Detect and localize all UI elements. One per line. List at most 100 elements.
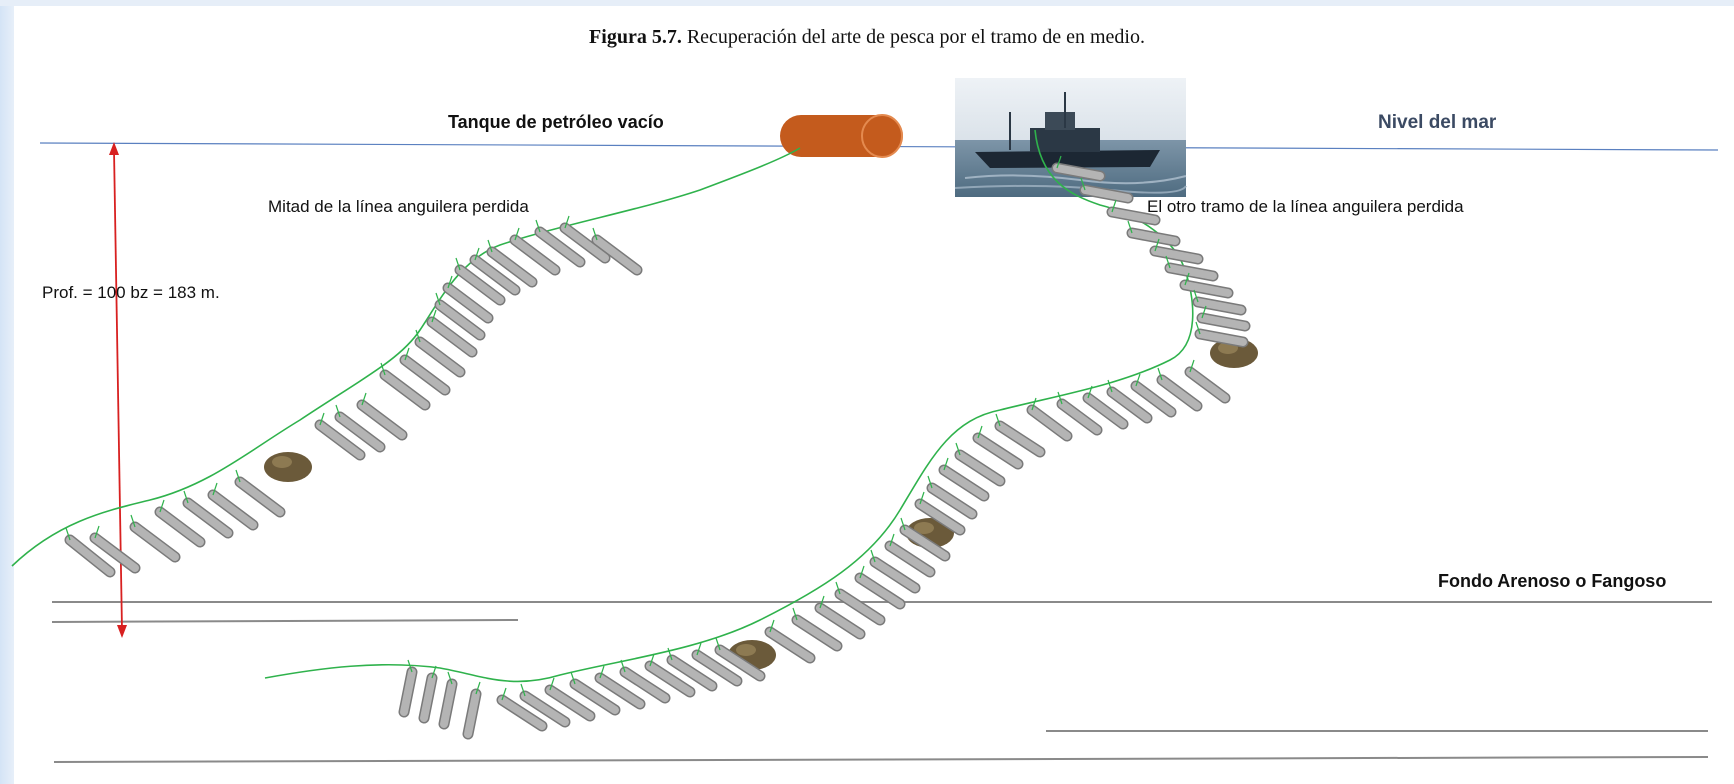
snood [514, 227, 520, 241]
trap [1186, 368, 1229, 402]
trap [1028, 406, 1071, 440]
trap [901, 526, 949, 560]
snood [474, 247, 480, 261]
snood [1080, 177, 1086, 191]
snood [977, 425, 983, 439]
trap [316, 421, 364, 459]
snood [407, 659, 413, 673]
snood [955, 442, 961, 456]
trap [766, 628, 814, 662]
snood [859, 565, 865, 579]
snood [549, 677, 555, 691]
other-section-lost-label: El otro tramo de la línea anguilera perd… [1147, 197, 1464, 216]
trap [156, 508, 204, 546]
figure-caption: Figura 5.7. Recuperación del arte de pes… [0, 26, 1734, 49]
snood [535, 219, 541, 233]
trap-group [64, 155, 1251, 740]
trap [400, 668, 416, 716]
snood [475, 681, 481, 695]
trap [693, 651, 741, 685]
snood [431, 665, 437, 679]
boat-photo [954, 78, 1187, 197]
trap [646, 662, 694, 696]
snood [1031, 397, 1037, 411]
trap [1128, 229, 1179, 245]
trap [928, 484, 976, 518]
snood [183, 490, 189, 504]
trap [996, 422, 1044, 456]
trap [571, 680, 619, 714]
longline-right [264, 129, 1194, 683]
trap [1158, 376, 1201, 410]
trap [816, 604, 864, 638]
snood [361, 392, 367, 406]
trap [456, 266, 504, 304]
snood [1111, 199, 1117, 213]
snood [819, 595, 825, 609]
trap [358, 401, 406, 439]
caption-prefix: Figura 5.7. [589, 26, 682, 48]
snood [599, 665, 605, 679]
trap [444, 284, 492, 322]
trap [1151, 247, 1202, 263]
bottom-type-label: Fondo Arenoso o Fangoso [1438, 571, 1667, 591]
trap [1084, 394, 1127, 428]
trap [336, 413, 384, 451]
snood [455, 257, 461, 271]
trap [471, 256, 519, 294]
trap [381, 371, 429, 409]
snood [435, 292, 441, 306]
snood [889, 533, 895, 547]
trap [668, 656, 716, 690]
snood [447, 671, 453, 685]
snood [927, 475, 933, 489]
snood [212, 482, 218, 496]
trap [886, 542, 934, 576]
trap [1108, 208, 1159, 224]
snood [520, 683, 526, 697]
snood [649, 653, 655, 667]
trap [1081, 186, 1132, 202]
trap [209, 491, 257, 529]
trap [793, 616, 841, 650]
trap [716, 646, 764, 680]
depth-label: Prof. = 100 bz = 183 m. [42, 283, 220, 302]
snood [1201, 305, 1207, 319]
trap [1198, 314, 1249, 330]
snood [404, 347, 410, 361]
trap [436, 301, 484, 339]
snood [792, 607, 798, 621]
snood [159, 499, 165, 513]
trap [440, 680, 456, 728]
trap [1196, 330, 1247, 346]
trap [1053, 164, 1104, 180]
trap [940, 466, 988, 500]
trap [856, 574, 904, 608]
snood [592, 227, 598, 241]
trap [131, 523, 179, 561]
trap [1058, 400, 1101, 434]
trap [416, 338, 464, 376]
snood [335, 404, 341, 418]
snood [1189, 359, 1195, 373]
snood [130, 514, 136, 528]
snood [319, 412, 325, 426]
snood [1057, 391, 1063, 405]
trap [464, 690, 480, 738]
trap [498, 696, 546, 730]
trap [488, 248, 536, 286]
trap [871, 558, 919, 592]
snood [1154, 238, 1160, 252]
trap [184, 499, 232, 537]
snood [943, 457, 949, 471]
top-band [0, 0, 1734, 6]
sea-level-label: Nivel del mar [1378, 112, 1497, 133]
snood [1184, 272, 1190, 286]
snood [667, 647, 673, 661]
snood [1127, 220, 1133, 234]
empty-oil-tank [780, 114, 903, 158]
snood [919, 491, 925, 505]
trap [236, 478, 284, 516]
longline-left [11, 147, 801, 567]
